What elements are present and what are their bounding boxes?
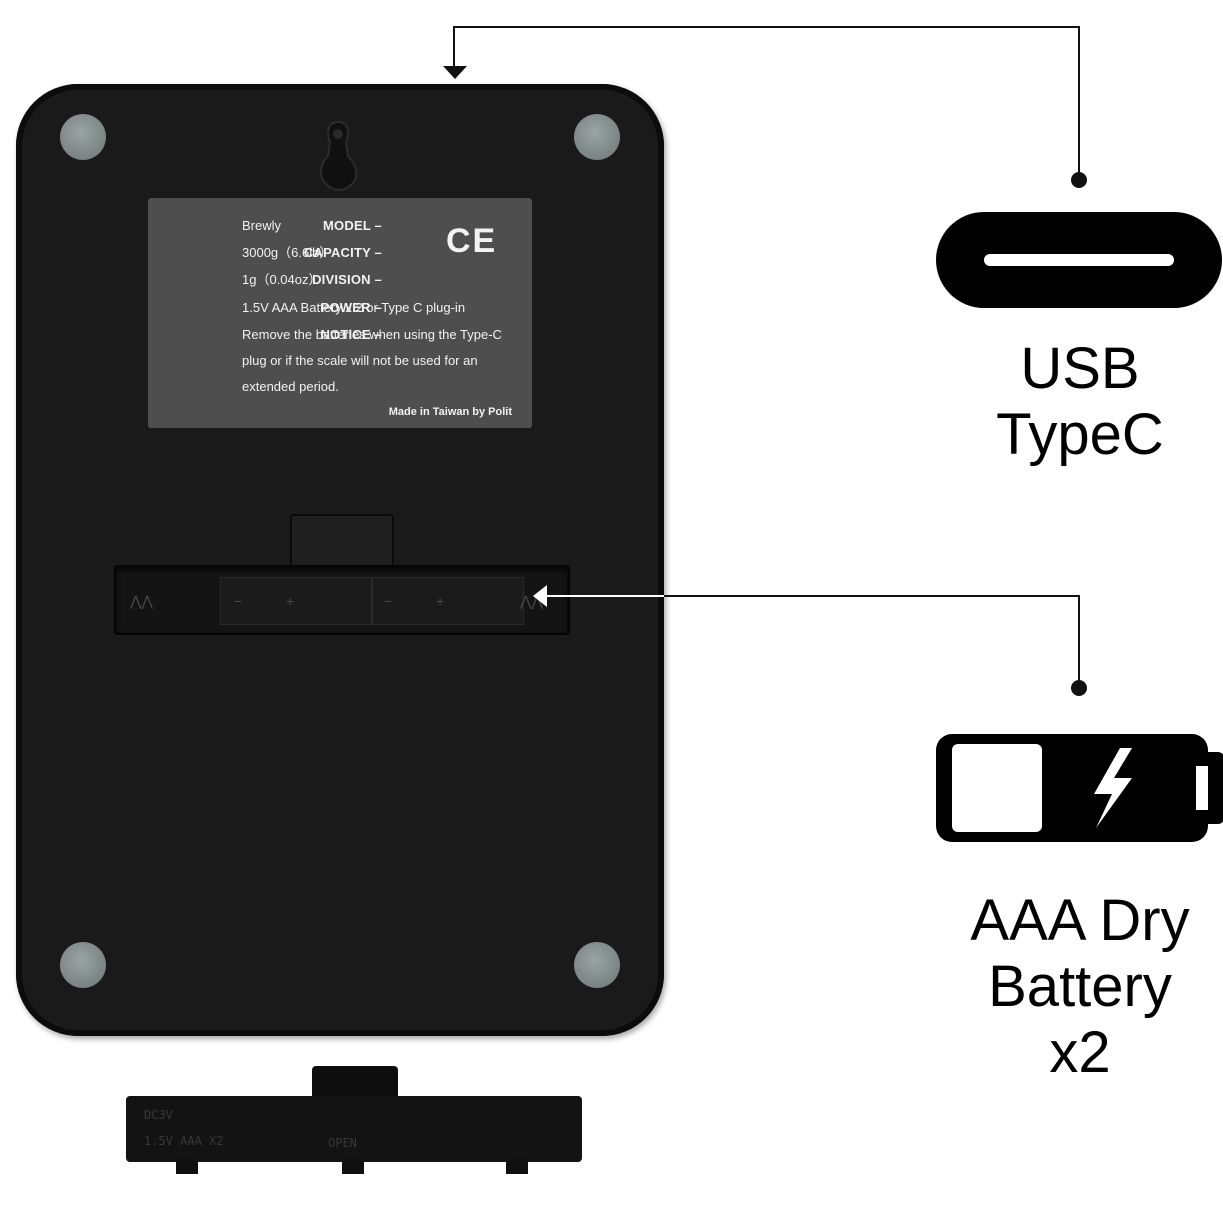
battery-charging-icon bbox=[936, 734, 1223, 842]
spec-value-capacity: 3000g（6.6lb） bbox=[242, 245, 333, 260]
spec-key-division: DIVISION – bbox=[312, 272, 382, 287]
battery-compartment: ⋀⋀ − + − + ⋀⋀ bbox=[114, 565, 570, 635]
rubber-foot bbox=[60, 114, 106, 160]
battery-cover: DC3V 1.5V AAA X2 OPEN bbox=[126, 1096, 582, 1162]
spec-value-notice-cont: extended period. bbox=[242, 379, 339, 394]
usb-callout-line bbox=[453, 26, 455, 72]
arrow-down-icon bbox=[443, 66, 467, 79]
battery-caption-line1: AAA Dry bbox=[970, 888, 1190, 953]
usb-c-slot bbox=[984, 254, 1174, 266]
rubber-foot bbox=[60, 942, 106, 988]
rubber-foot bbox=[574, 942, 620, 988]
spec-value-division: 1g（0.04oz） bbox=[242, 272, 322, 287]
usb-caption-line2: TypeC bbox=[996, 402, 1164, 467]
cover-leg bbox=[342, 1158, 364, 1174]
usb-caption-line1: USB bbox=[1020, 336, 1140, 401]
plus-icon: + bbox=[286, 593, 295, 609]
usb-callout-dot bbox=[1071, 172, 1087, 188]
ce-mark: CE bbox=[446, 222, 498, 260]
battery-slot bbox=[372, 577, 524, 625]
battery-callout-line-inner bbox=[546, 595, 666, 597]
plus-icon: + bbox=[436, 593, 445, 609]
cover-open-text: OPEN bbox=[328, 1136, 357, 1150]
cover-battery-text: 1.5V AAA X2 bbox=[144, 1134, 224, 1148]
spring-contact-icon: ⋀⋀ bbox=[130, 593, 153, 609]
cover-leg bbox=[176, 1158, 198, 1174]
minus-icon: − bbox=[384, 593, 393, 609]
usb-callout-line bbox=[1078, 26, 1080, 180]
cover-leg bbox=[506, 1158, 528, 1174]
battery-callout-line bbox=[1078, 595, 1080, 687]
spec-key-power: POWER – bbox=[320, 300, 382, 315]
spec-label: MODEL – Brewly CAPACITY – 3000g（6.6lb） D… bbox=[148, 198, 532, 428]
minus-icon: − bbox=[234, 593, 243, 609]
hang-hole bbox=[320, 120, 358, 191]
usb-callout-line bbox=[453, 26, 1080, 28]
battery-caption-line3: x2 bbox=[1049, 1020, 1111, 1085]
rubber-foot bbox=[574, 114, 620, 160]
battery-callout-dot bbox=[1071, 680, 1087, 696]
spec-key-capacity: CAPACITY – bbox=[303, 245, 382, 260]
arrow-left-icon bbox=[533, 585, 547, 607]
cover-voltage-text: DC3V bbox=[144, 1108, 173, 1122]
battery-callout-line bbox=[664, 595, 1080, 597]
battery-caption-line2: Battery bbox=[988, 954, 1172, 1019]
battery-slot bbox=[220, 577, 372, 625]
spec-key-model: MODEL – bbox=[323, 218, 382, 233]
spec-value-notice: Remove the batteries when using the Type… bbox=[242, 327, 502, 342]
battery-cover-clip bbox=[312, 1066, 398, 1100]
made-in-text: Made in Taiwan by Polit bbox=[388, 406, 512, 418]
usb-c-port-icon bbox=[936, 212, 1222, 308]
spec-key-notice: NOTICE – bbox=[320, 327, 382, 342]
spec-value-notice-cont: plug or if the scale will not be used fo… bbox=[242, 353, 478, 368]
spec-value-model: Brewly bbox=[242, 218, 282, 233]
spec-value-power: 1.5V AAA Battery x 2 or Type C plug-in bbox=[242, 300, 466, 315]
